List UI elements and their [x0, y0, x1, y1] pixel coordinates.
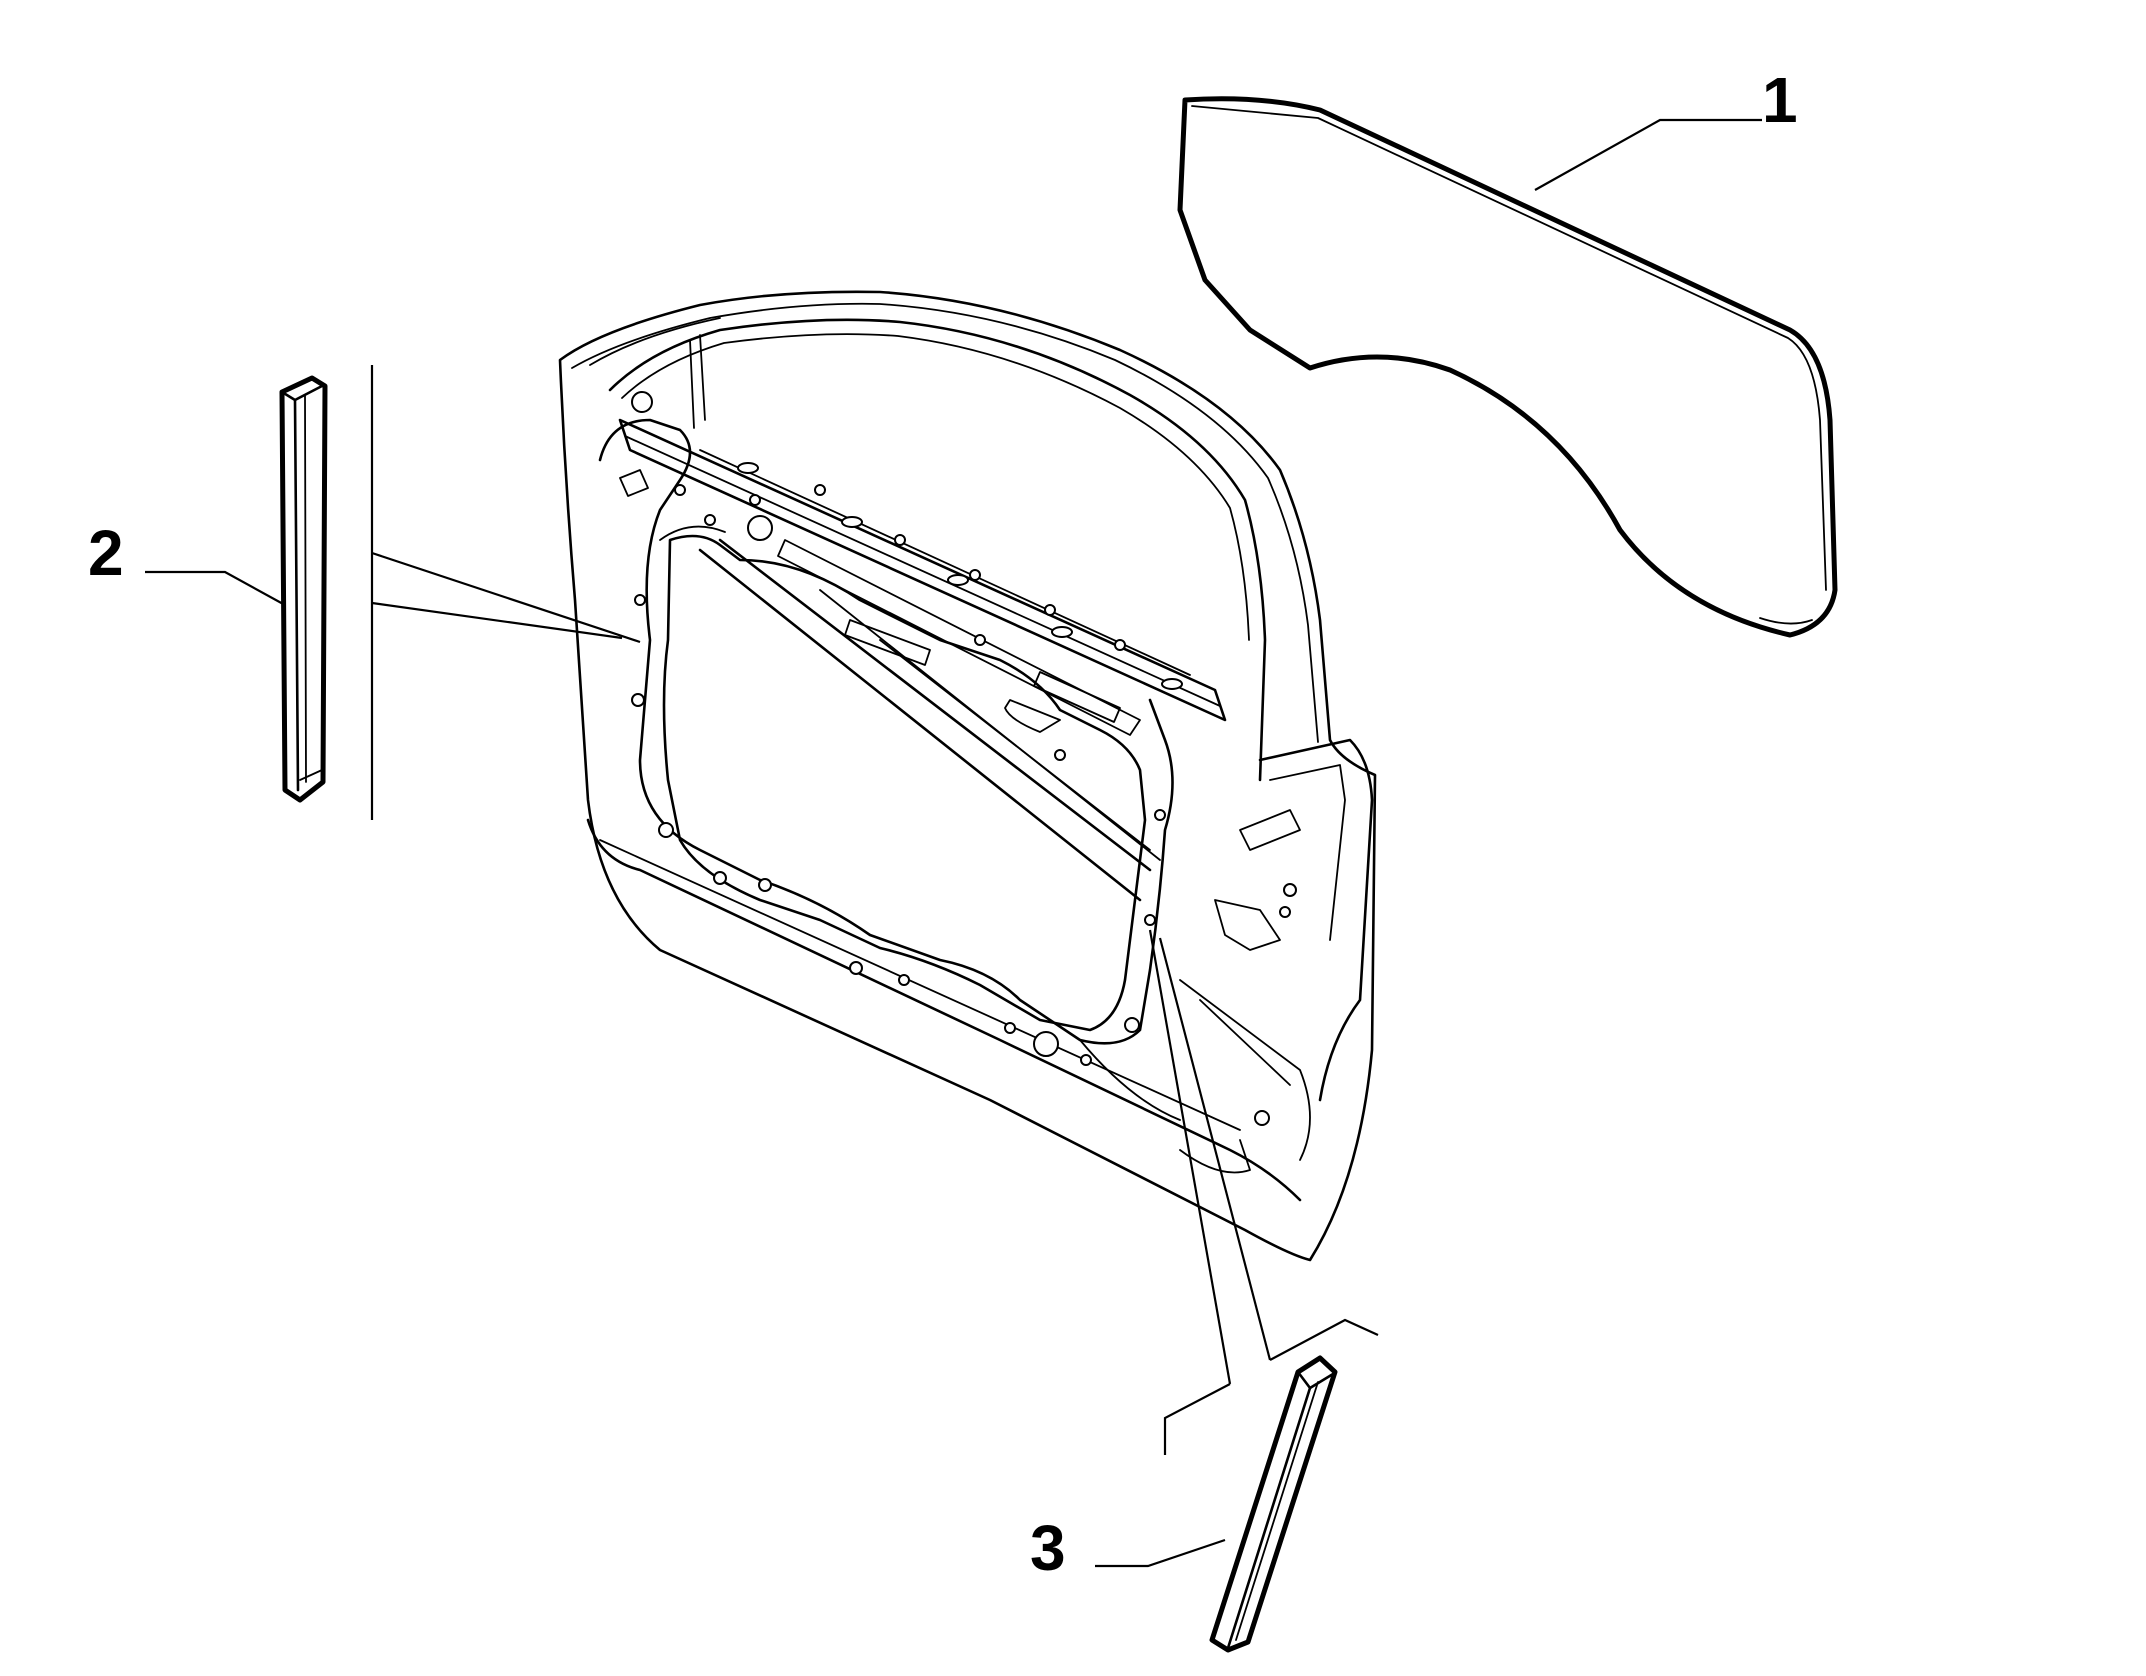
callout-part-1: 1 — [1762, 64, 1798, 136]
seal-strip-part-2[interactable] — [279, 375, 328, 803]
seal-strip-part-3[interactable] — [1209, 1355, 1338, 1653]
callout-part-3: 3 — [1030, 1512, 1066, 1584]
door-glass-part[interactable] — [1177, 96, 1838, 638]
leader-lines — [145, 118, 1762, 1568]
callout-part-2: 2 — [88, 517, 124, 589]
door-frame-illustration — [558, 290, 1377, 1262]
